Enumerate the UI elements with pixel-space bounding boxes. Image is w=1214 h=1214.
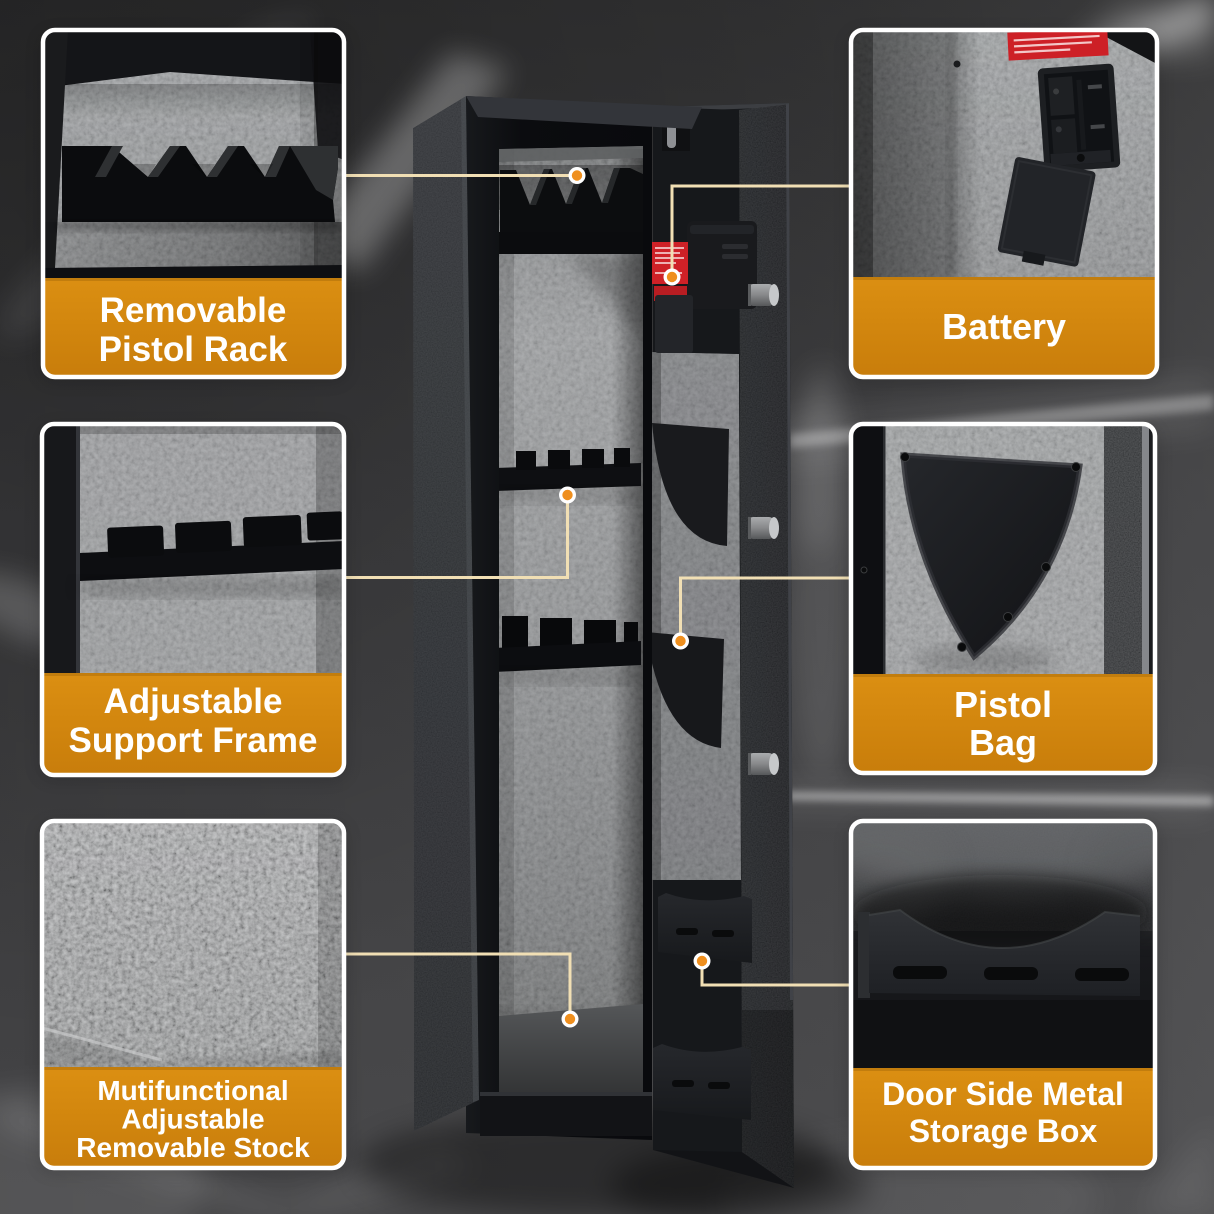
svg-text:Support Frame: Support Frame: [69, 721, 318, 760]
svg-text:Removable Stock: Removable Stock: [76, 1132, 310, 1163]
svg-text:Mutifunctional: Mutifunctional: [97, 1075, 288, 1106]
svg-text:Adjustable: Adjustable: [121, 1104, 264, 1135]
svg-text:Pistol Rack: Pistol Rack: [99, 330, 288, 369]
svg-text:Battery: Battery: [942, 306, 1066, 347]
svg-text:Adjustable: Adjustable: [104, 682, 283, 721]
svg-text:Removable: Removable: [100, 291, 287, 330]
svg-text:Pistol: Pistol: [954, 684, 1052, 725]
svg-text:Bag: Bag: [969, 722, 1037, 763]
svg-text:Storage Box: Storage Box: [909, 1113, 1098, 1149]
svg-text:Door Side Metal: Door Side Metal: [882, 1076, 1124, 1112]
